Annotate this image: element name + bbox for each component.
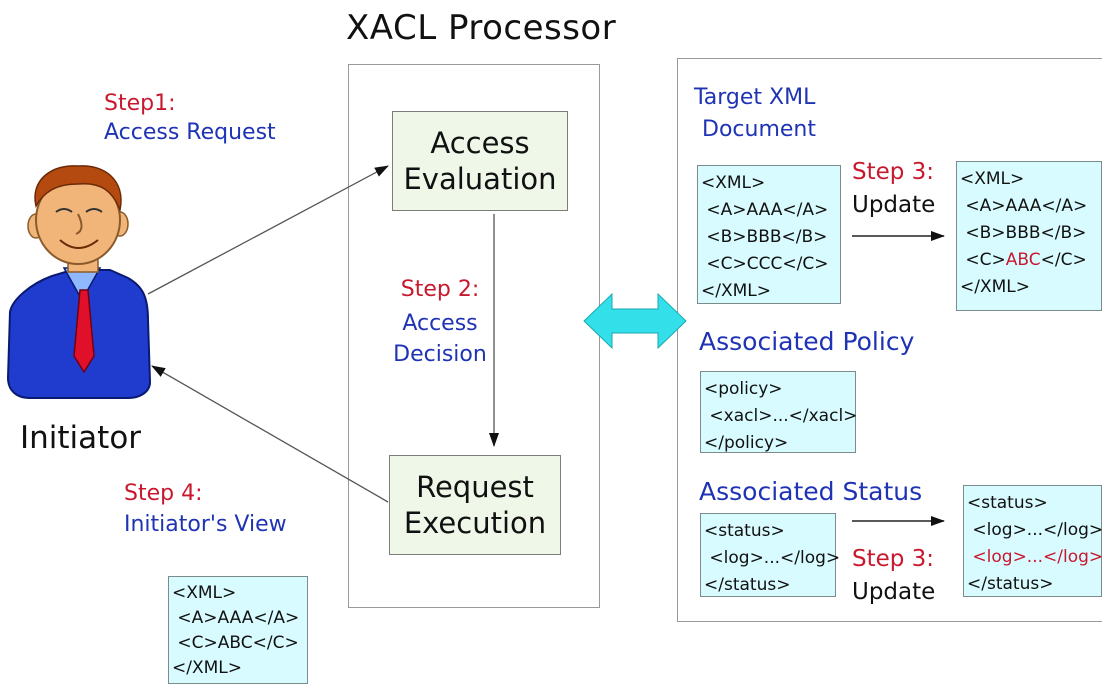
access-evaluation-box: Access Evaluation [392, 111, 568, 211]
xml-line: </policy> [704, 433, 789, 453]
xml-line: </status> [704, 575, 791, 595]
xml-line: </status> [967, 574, 1054, 594]
initiator-view-xml: <XML> <A>AAA</A> <C>ABC</C> </XML> [168, 576, 308, 684]
xml-line: <policy> [704, 379, 783, 399]
xml-line: </XML> [960, 277, 1031, 297]
step3-top-text: Update [852, 192, 936, 219]
xml-line: <C>CCC</C> [701, 254, 829, 274]
xml-tag-close: </C> [1040, 250, 1087, 270]
step2-number: Step 2: [400, 277, 480, 302]
bidirectional-exchange-arrow [583, 292, 687, 350]
xml-tag-open: <C> [960, 250, 1006, 270]
associated-policy-heading: Associated Policy [699, 327, 915, 356]
access-evaluation-line2: Evaluation [403, 162, 557, 196]
request-execution-box: Request Execution [389, 455, 561, 555]
xml-line: <status> [704, 521, 785, 541]
initiator-view-arrow [151, 365, 389, 503]
xml-line: <C>ABC</C> [960, 247, 1098, 274]
step2-annotation: Step 2: Access Decision [378, 274, 502, 370]
xml-line: <XML> [701, 173, 766, 193]
step3-top-number: Step 3: [852, 159, 935, 185]
step3-bottom-number: Step 3: [852, 546, 935, 572]
step4-number: Step 4: [124, 481, 203, 506]
xml-line: <A>AAA</A> [701, 200, 829, 220]
target-xml-heading: Target XML Document [694, 82, 816, 146]
xml-line: </XML> [701, 281, 772, 301]
target-xml-after: <XML> <A>AAA</A> <B>BBB</B> <C>ABC</C></… [956, 161, 1102, 311]
status-xml-before: <status> <log>...</log> </status> [700, 513, 841, 597]
new-log-entry: <log>...</log> [972, 547, 1102, 567]
xml-line: <log>...</log> [967, 544, 1102, 571]
xml-line: <XML> [960, 169, 1025, 189]
policy-xml: <policy> <xacl>...</xacl> </policy> [700, 371, 858, 453]
target-xml-line2: Document [702, 116, 816, 142]
step3-top-annotation: Step 3: Update [852, 156, 935, 223]
xml-line: <status> [967, 493, 1048, 513]
request-execution-line1: Request [416, 469, 534, 504]
updated-value: ABC [1005, 250, 1041, 270]
xml-line: <B>BBB</B> [960, 223, 1087, 243]
step1-annotation: Step1: Access Request [104, 90, 276, 147]
xml-line: <xacl>...</xacl> [704, 406, 858, 426]
xml-line: <A>AAA</A> [172, 608, 300, 628]
xml-line: <B>BBB</B> [701, 227, 828, 247]
step2-line2: Decision [393, 342, 487, 368]
xml-line: <log>...</log> [704, 548, 841, 568]
step4-annotation: Step 4: Initiator's View [124, 480, 287, 539]
target-xml-before: <XML> <A>AAA</A> <B>BBB</B> <C>CCC</C> </… [697, 165, 841, 304]
xml-line: </XML> [172, 658, 243, 678]
step1-number: Step1: [104, 91, 176, 116]
associated-status-heading: Associated Status [699, 477, 923, 506]
request-execution-line2: Execution [403, 506, 547, 540]
xml-line: <XML> [172, 583, 237, 603]
step3-bottom-annotation: Step 3: Update [852, 545, 935, 609]
step2-line1: Access [402, 310, 478, 336]
xml-line: <C>ABC</C> [172, 633, 299, 653]
processor-title: XACL Processor [346, 8, 617, 48]
step4-text: Initiator's View [124, 511, 287, 537]
xml-line: <A>AAA</A> [960, 196, 1088, 216]
access-request-arrow [147, 165, 389, 295]
access-evaluation-line1: Access [430, 125, 530, 160]
step3-bottom-text: Update [852, 578, 936, 605]
xml-line: <log>...</log> [967, 520, 1102, 540]
target-xml-line1: Target XML [694, 85, 816, 110]
status-xml-after: <status> <log>...</log> <log>...</log> </… [963, 485, 1102, 597]
initiator-label: Initiator [20, 420, 142, 456]
step1-text: Access Request [104, 119, 276, 145]
